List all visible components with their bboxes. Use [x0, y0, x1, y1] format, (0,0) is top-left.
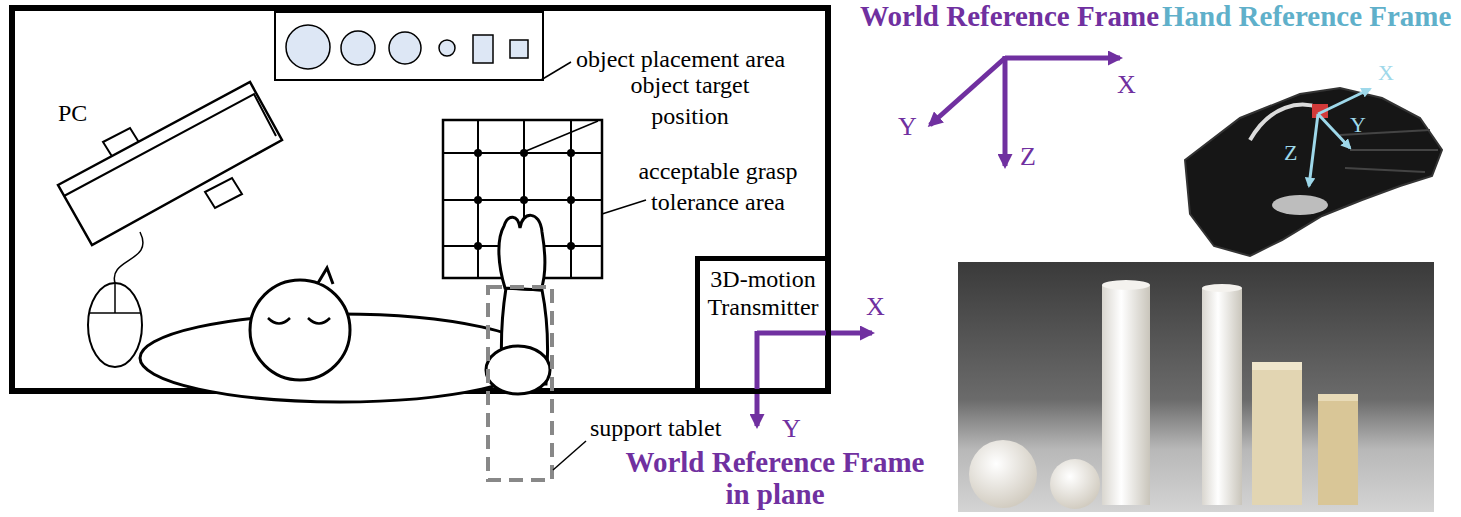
shoulder: [486, 346, 550, 394]
axis-arrow: [1318, 114, 1350, 148]
leader-line: [541, 62, 571, 80]
sphere-large: [969, 440, 1037, 508]
frame-title: World Reference Frame in plane: [625, 446, 925, 510]
head: [250, 280, 350, 380]
cylinder-small: [1202, 288, 1242, 505]
eye: [308, 318, 330, 324]
target-dots: [520, 196, 528, 204]
cuboid-small: [1318, 400, 1358, 505]
axis-label: Z: [1020, 142, 1036, 172]
sphere-small: [1050, 459, 1100, 509]
axis-label: X: [1117, 70, 1136, 100]
monitor-screen: [58, 82, 282, 245]
cylinder-top: [1202, 284, 1242, 292]
glove-shape: [1185, 88, 1442, 256]
axis-label: Z: [1284, 140, 1297, 165]
hair: [318, 268, 333, 284]
eye: [268, 318, 290, 324]
axis-label: Y: [1350, 112, 1366, 137]
axis-arrow: [1318, 89, 1370, 114]
object-sphere: [286, 25, 330, 69]
hand: [499, 215, 545, 290]
object-cube: [510, 40, 528, 58]
target-dots: [567, 149, 575, 157]
glove-cable: [1250, 105, 1320, 140]
callout-label: object target position: [605, 70, 775, 132]
photo-background: [958, 262, 1434, 512]
axis-arrow: [757, 331, 872, 336]
object-cylinder: [389, 32, 421, 64]
mouse-cable: [114, 232, 143, 283]
device-label: PC: [58, 100, 87, 128]
pc-monitor: [58, 82, 282, 245]
leader-line: [602, 200, 646, 214]
axis-label: X: [1378, 60, 1394, 85]
cuboid-top: [1252, 362, 1302, 370]
target-dots: [474, 242, 482, 250]
axis-label: Y: [782, 414, 801, 444]
placement-area: [275, 12, 543, 80]
glove-base: [1272, 195, 1328, 215]
box-label: 3D-motion Transmitter: [704, 266, 822, 321]
mouse-body: [88, 283, 142, 367]
target-dots: [474, 149, 482, 157]
monitor-foot: [205, 178, 242, 208]
mouse: [88, 283, 142, 367]
axis-arrow: [930, 58, 1005, 125]
monitor-bezel: [64, 94, 276, 196]
callout-label: support tablet: [590, 415, 721, 443]
axis-label: Y: [898, 112, 917, 142]
objects-photo: [958, 262, 1434, 512]
target-dots: [567, 242, 575, 250]
leader-line: [553, 441, 586, 470]
cuboid-large: [1252, 368, 1302, 505]
axis-arrow: [1309, 114, 1318, 186]
callout-label: acceptable grasp tolerance area: [618, 156, 818, 218]
axis-label: X: [866, 292, 885, 322]
axis-arrow: [755, 331, 760, 426]
cylinder-large: [1102, 285, 1150, 505]
cylinder-top: [1102, 280, 1150, 290]
leader-line: [526, 121, 598, 151]
cuboid-top: [1318, 394, 1358, 401]
axis-arrow: [1003, 56, 1008, 166]
frame-title: Hand Reference Frame: [1162, 0, 1451, 33]
object-sphere: [341, 31, 375, 65]
mouse-button-line: [114, 283, 116, 313]
callout-label: object placement area: [576, 46, 785, 74]
transmitter-box: 3D-motion Transmitter: [695, 256, 831, 394]
object-cuboid: [473, 35, 493, 63]
target-dots: [567, 196, 575, 204]
target-dots: [474, 196, 482, 204]
axis-arrow: [1005, 56, 1120, 61]
support-tablet-outline: [488, 287, 552, 480]
frame-title: World Reference Frame: [860, 0, 1159, 33]
object-cylinder: [439, 40, 455, 56]
data-glove: [1185, 88, 1442, 256]
placement-frame: [275, 12, 543, 80]
